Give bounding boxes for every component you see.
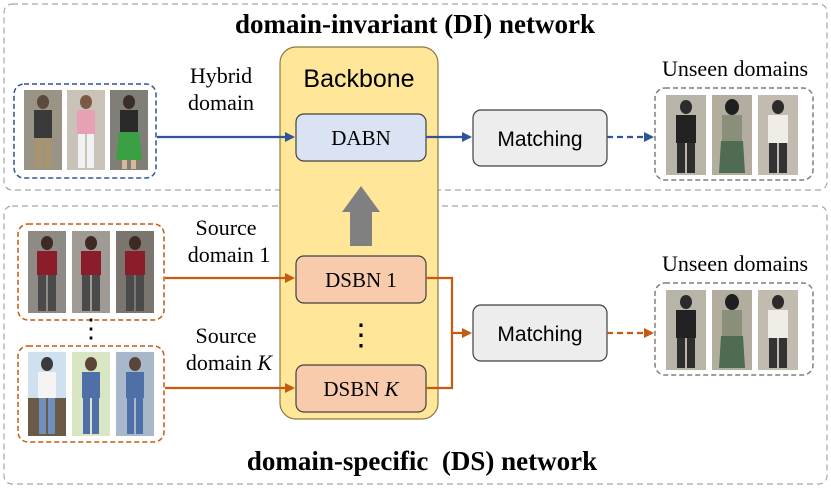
dsbn-1-block (295, 255, 427, 304)
backbone-dots: ⋮ (346, 319, 376, 352)
source-domain-k-label-line1: Source (195, 323, 256, 348)
person-image (72, 231, 110, 313)
person-image (712, 95, 752, 175)
dsbn-k-label: DSBN K (323, 377, 399, 401)
di-unseen-domain-images (654, 87, 814, 181)
di-unseen-domains-label: Unseen domains (662, 56, 808, 81)
hybrid-domain-label-line1: Hybrid (190, 63, 252, 88)
backbone-title: Backbone (303, 65, 414, 93)
ds-matching-label: Matching (497, 323, 582, 346)
source-domain-k-label-line2: domain K (186, 350, 274, 375)
source-groups-dots: ⋮ (78, 314, 104, 343)
person-image (116, 231, 154, 313)
hybrid-domain-images (13, 83, 157, 179)
person-image (666, 95, 706, 175)
di-matching-label: Matching (497, 128, 582, 151)
source-domain-1-label-line2: domain 1 (188, 242, 271, 267)
ds-network-title: domain-specific (DS) network (247, 446, 597, 476)
person-image (110, 90, 148, 170)
dabn-label: DABN (331, 126, 391, 150)
ds-unseen-domain-images (654, 282, 814, 376)
di-network-title: domain-invariant (DI) network (235, 9, 595, 39)
person-image (28, 352, 66, 436)
source-domain-1-images (17, 223, 165, 321)
person-image (67, 90, 105, 170)
person-image (666, 290, 706, 370)
person-image (28, 231, 66, 313)
person-image (116, 352, 154, 436)
dsbn-1-label: DSBN 1 (325, 268, 397, 292)
person-image (24, 90, 62, 170)
source-domain-k-images (17, 345, 165, 443)
person-image (758, 95, 798, 175)
person-image (712, 290, 752, 370)
hybrid-domain-label-line2: domain (188, 90, 254, 115)
ds-unseen-domains-label: Unseen domains (662, 251, 808, 276)
up-arrow-icon (342, 186, 380, 246)
person-image (758, 290, 798, 370)
person-image (72, 352, 110, 436)
source-domain-1-label-line1: Source (195, 215, 256, 240)
